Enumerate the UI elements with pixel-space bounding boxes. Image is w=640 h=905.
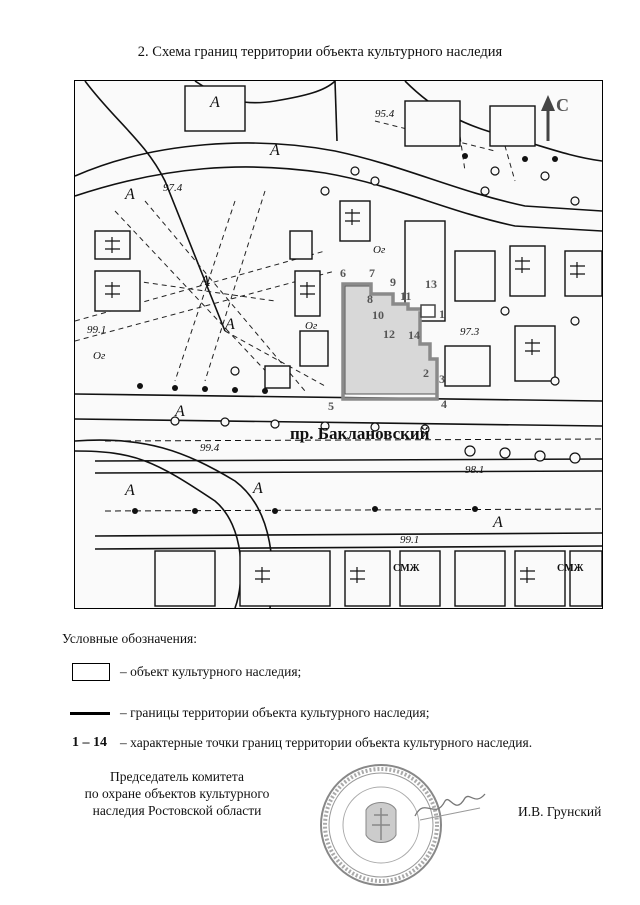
- vegetation-label: Ог: [373, 244, 386, 256]
- point-label-13: 13: [425, 277, 437, 291]
- zone-letter: А: [492, 514, 503, 531]
- north-label: С: [556, 95, 569, 115]
- shop-label: СМЖ: [393, 563, 420, 574]
- zone-letter: А: [209, 94, 220, 111]
- street-label: пр. Баклановский: [290, 424, 430, 443]
- zone-letter: А: [224, 316, 235, 333]
- elevation-label: 98.1: [465, 464, 484, 476]
- signatory-name: И.В. Грунский: [518, 804, 602, 819]
- legend-row-points: 1 – 14 – характерные точки границ террит…: [62, 735, 532, 751]
- zone-letter: А: [269, 142, 280, 159]
- point-label-8: 8: [367, 292, 373, 306]
- legend-boundary-symbol: [70, 711, 110, 715]
- vegetation-label: Ог: [93, 350, 106, 362]
- point-label-7: 7: [369, 266, 375, 280]
- position-line: по охране объектов культурного: [84, 786, 270, 801]
- elevation-label: 97.3: [460, 326, 480, 338]
- zone-letter: А: [199, 273, 210, 290]
- legend-object-symbol: [72, 663, 110, 681]
- point-label-2: 2: [423, 366, 429, 380]
- point-label-10: 10: [372, 308, 384, 322]
- zone-letter: А: [124, 186, 135, 203]
- elevation-label: 99.4: [200, 442, 220, 454]
- legend-title: Условные обозначения:: [62, 631, 198, 646]
- fence-dots: [132, 153, 558, 514]
- signatory-position: Председатель комитета по охране объектов…: [60, 768, 294, 819]
- zone-letter: А: [124, 482, 135, 499]
- elevation-label: 95.4: [375, 108, 395, 120]
- point-label-1: 1: [439, 307, 445, 321]
- legend-row-object: – объект культурного наследия;: [62, 663, 301, 681]
- point-label-9: 9: [390, 275, 396, 289]
- point-labels: 1 2 3 4 5 6 7 8 9 10 11 12 13 14: [328, 266, 447, 413]
- page-title: 2. Схема границ территории объекта культ…: [137, 44, 503, 60]
- zone-letter: А: [174, 403, 185, 420]
- elevation-label: 99.1: [400, 534, 419, 546]
- position-line: Председатель комитета: [110, 769, 244, 784]
- legend-boundary-text: – границы территории объекта культурного…: [120, 705, 430, 720]
- legend-points-text: – характерные точки границ территории об…: [120, 735, 533, 750]
- point-1-marker: [420, 304, 436, 318]
- legend-points-symbol: 1 – 14: [72, 735, 107, 750]
- official-seal-icon: [320, 764, 442, 886]
- site-map: 1 2 3 4 5 6 7 8 9 10 11 12 13 14 пр. Бак…: [74, 80, 603, 609]
- handwritten-signature-icon: [414, 793, 486, 821]
- position-line: наследия Ростовской области: [92, 803, 262, 818]
- zone-letter: А: [252, 480, 263, 497]
- point-label-3: 3: [439, 372, 445, 386]
- tree-symbols: [170, 166, 581, 464]
- shop-label: СМЖ: [557, 563, 584, 574]
- elevation-label: 97.4: [163, 182, 183, 194]
- point-label-5: 5: [328, 399, 334, 413]
- north-arrow-icon: С: [541, 95, 569, 141]
- hatch-marks: [105, 209, 585, 583]
- legend-row-boundary: – границы территории объекта культурного…: [62, 705, 430, 721]
- point-label-12: 12: [383, 327, 395, 341]
- point-label-14: 14: [408, 328, 420, 342]
- vegetation-label: Ог: [305, 320, 318, 332]
- point-label-6: 6: [340, 266, 346, 280]
- point-label-4: 4: [441, 397, 447, 411]
- point-label-11: 11: [400, 289, 411, 303]
- legend-object-text: – объект культурного наследия;: [120, 664, 302, 679]
- elevation-label: 99.1: [87, 324, 106, 336]
